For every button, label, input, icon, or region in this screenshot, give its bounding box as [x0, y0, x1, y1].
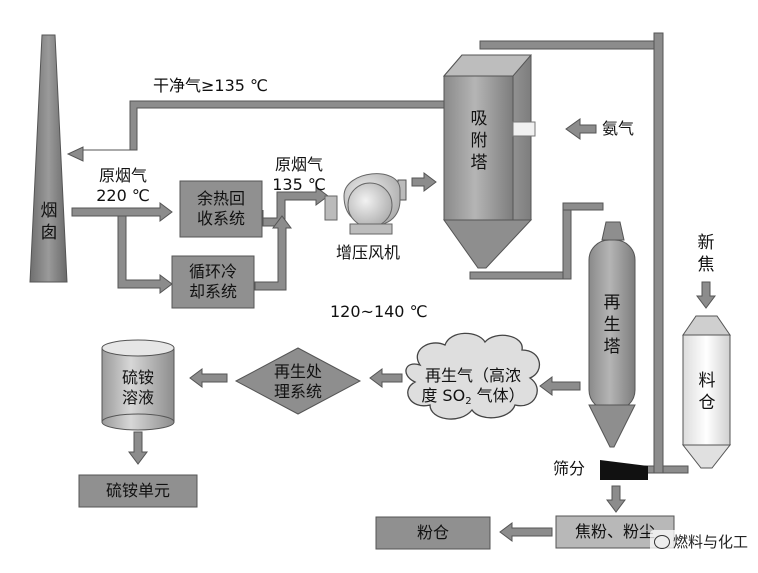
adsorption-tower	[442, 54, 536, 269]
waste-heat-recovery-label: 余热回收系统	[196, 189, 245, 228]
powder-to-silo-arrow	[499, 522, 553, 542]
chimney-shape	[29, 34, 68, 283]
ammonia-label: 氨气	[602, 119, 635, 138]
ammonia-arrow	[565, 118, 597, 140]
booster-fan-icon	[324, 173, 407, 235]
circulating-cooling-box	[171, 255, 255, 309]
clean-gas-line	[66, 100, 445, 162]
treatment-to-solution-arrow	[189, 368, 228, 388]
powder-silo-label: 粉仓	[416, 523, 449, 542]
circulating-cooling-label: 循环冷却系统	[188, 262, 237, 301]
cloud-to-treatment-arrow	[369, 368, 403, 388]
ammonium-sulfate-cylinder	[101, 339, 175, 431]
silo-label: 料仓	[698, 371, 716, 413]
regen-gas-label: 再生气（高浓 度 SO2 气体）	[421, 366, 525, 407]
regen-treatment-label: 再生处理系统	[273, 362, 322, 401]
adsorption-tower-label: 吸附塔	[470, 109, 488, 173]
regen-to-cloud-arrow	[539, 376, 581, 396]
fan-to-tower-arrow	[411, 172, 437, 192]
coke-powder-label: 焦粉、粉尘	[574, 522, 655, 541]
solution-to-unit-arrow	[128, 431, 148, 465]
booster-fan-label: 增压风机	[336, 243, 401, 262]
ammonium-sulfate-unit-box	[78, 474, 198, 508]
silo-shape	[681, 315, 732, 469]
ammonium-sulfate-unit-label: 硫铵单元	[105, 481, 170, 500]
clean-gas-label: 干净气≥135 ℃	[153, 76, 269, 95]
screen-to-powder-arrow	[606, 485, 626, 513]
powder-silo-box	[375, 516, 491, 550]
screen-block	[600, 460, 648, 480]
screening-label: 筛分	[553, 459, 586, 478]
waste-heat-recovery-box	[179, 180, 263, 238]
temp-range-label: 120~140 ℃	[330, 302, 428, 321]
wechat-icon	[653, 535, 670, 549]
ammonium-sulfate-solution-label: 硫铵溶液	[121, 368, 154, 407]
chimney-label: 烟囱	[40, 201, 58, 243]
regen-gas-cloud	[405, 332, 540, 420]
new-coke-label: 新焦	[697, 233, 715, 275]
watermark: 燃料与化工	[649, 530, 752, 553]
regeneration-tower	[588, 221, 636, 448]
regeneration-tower-label: 再生塔	[603, 293, 621, 357]
regen-treatment-diamond	[234, 347, 362, 415]
flue-gas-arrows	[71, 186, 329, 294]
new-coke-arrow	[696, 281, 716, 309]
